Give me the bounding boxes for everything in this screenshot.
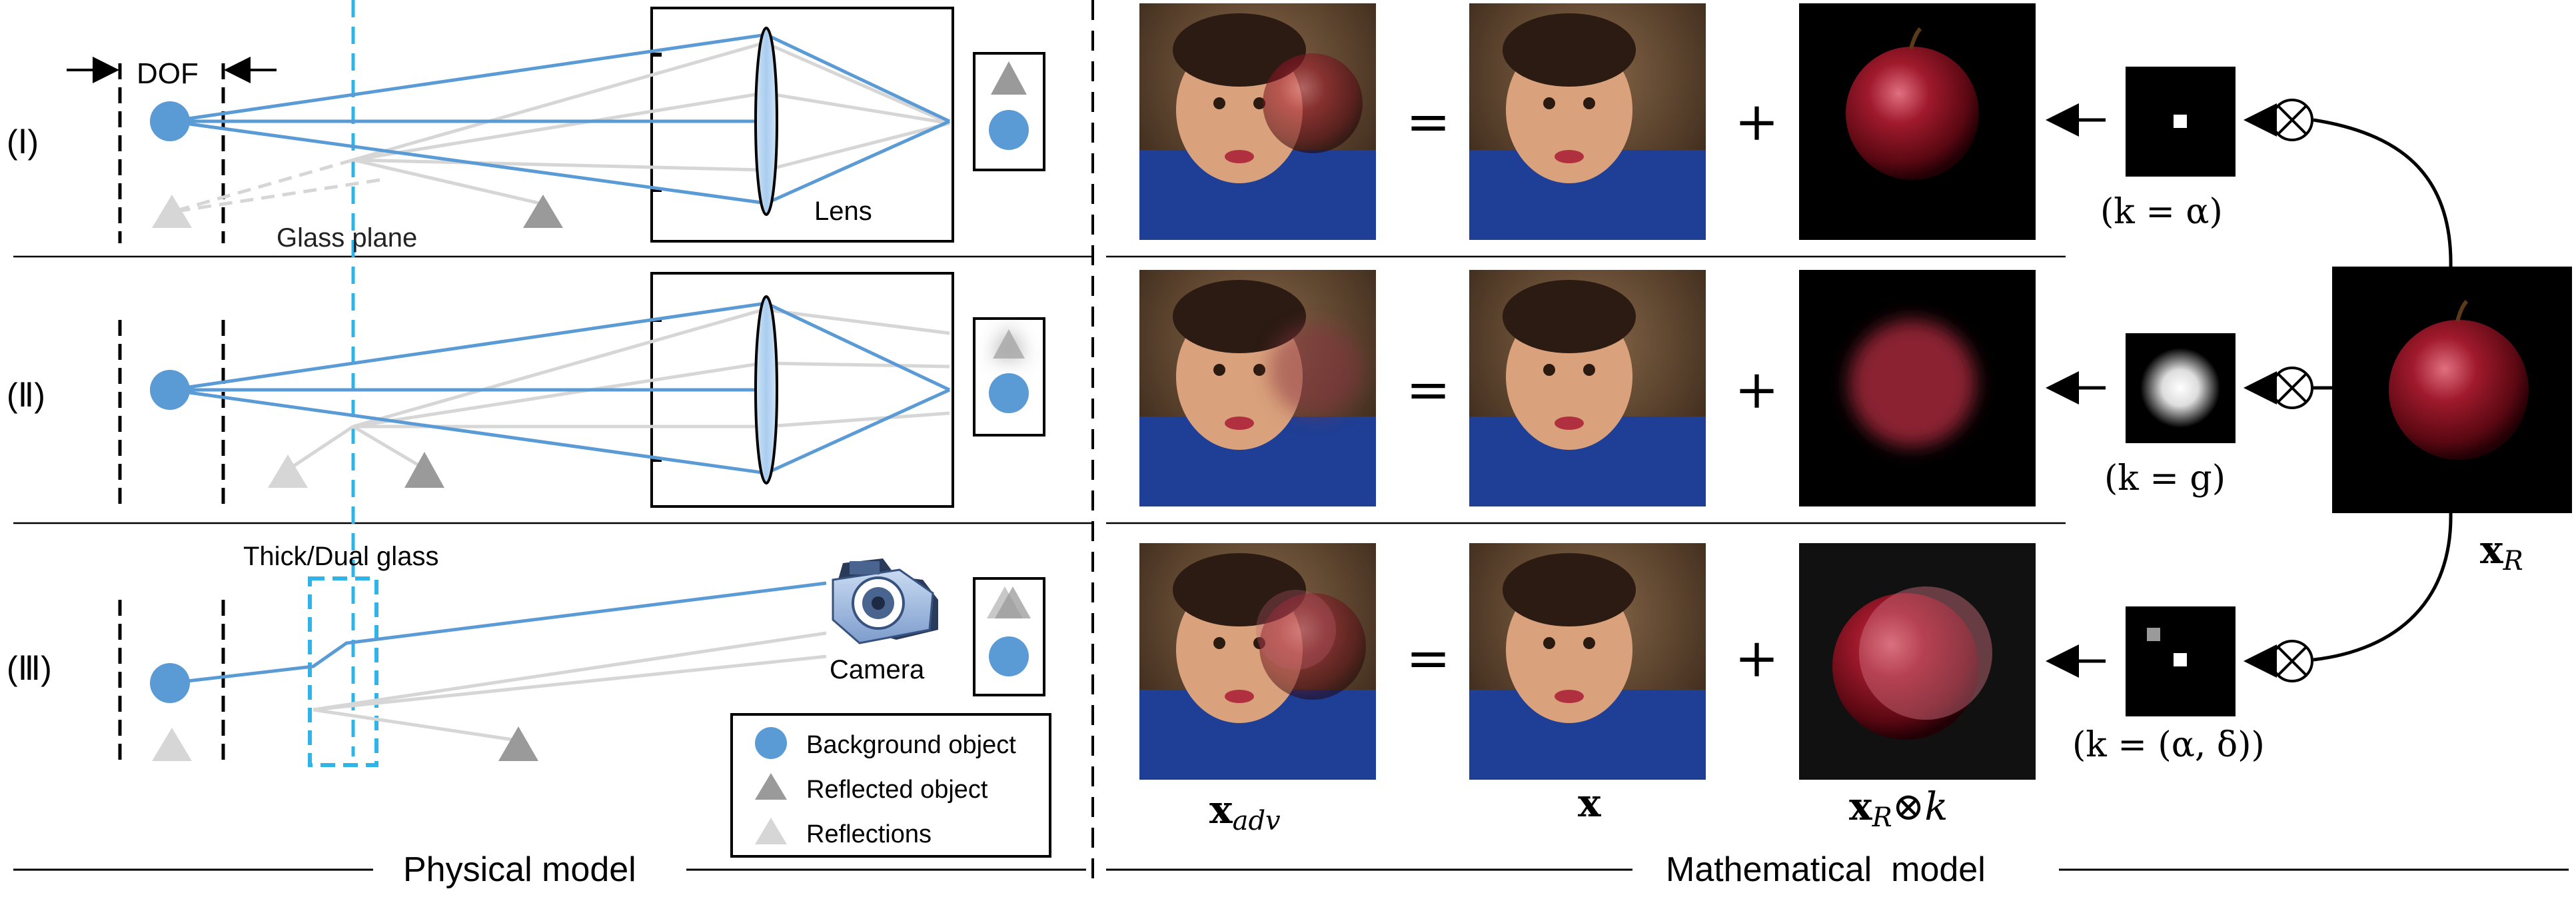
reflected-object-1 — [523, 195, 563, 228]
dof-label: DOF — [137, 57, 199, 90]
legend: Background object Reflected object Refle… — [730, 713, 1051, 858]
photo-xadv-2 — [1139, 270, 1376, 506]
plus-1: + — [1734, 91, 1779, 153]
row-1-physical: DOF Glass plane Lens — [67, 0, 1045, 756]
label-xr-conv-k: xR⊗k — [1849, 784, 1948, 833]
row-2-physical — [118, 272, 1045, 508]
reflected-object-2 — [404, 452, 444, 488]
glass-plane-label: Glass plane — [277, 223, 417, 253]
row-label-2: (Ⅱ) — [7, 377, 45, 414]
legend-reflections: Reflections — [806, 820, 932, 848]
row-label-1: (Ⅰ) — [7, 123, 39, 161]
kernel-label-alpha: (k = α) — [2100, 192, 2223, 232]
equals-3: = — [1406, 627, 1451, 689]
photo-reflection-1 — [1799, 3, 2036, 240]
photo-xadv-1 — [1139, 3, 1376, 240]
plus-3: + — [1734, 627, 1779, 689]
photo-reflection-3 — [1799, 543, 2036, 780]
camera-label: Camera — [830, 655, 925, 684]
conv-symbol-2 — [2244, 367, 2332, 409]
equals-1: = — [1406, 91, 1451, 153]
equals-2: = — [1406, 359, 1451, 421]
photo-x-1 — [1469, 3, 1706, 240]
lens — [754, 27, 778, 216]
reflection-triangle-1 — [152, 195, 192, 228]
label-x-adv: xadv — [1209, 787, 1281, 836]
math-model-label: Mathematical model — [1666, 850, 1986, 889]
thick-glass — [308, 576, 378, 767]
kernel-label-g: (k = g) — [2104, 458, 2226, 498]
reflected-object-3 — [498, 726, 538, 761]
photo-x-3 — [1469, 543, 1706, 780]
reflection-triangle-2 — [268, 454, 308, 488]
row-3-physical: Thick/Dual glass Camera — [118, 542, 1045, 767]
label-xr: xR — [2480, 527, 2523, 576]
legend-reflected: Reflected object — [806, 776, 988, 804]
legend-background: Background object — [806, 731, 1016, 759]
background-object-1 — [150, 101, 190, 141]
label-x: x — [1578, 780, 1601, 826]
camera-icon — [832, 558, 938, 644]
photo-reflection-2 — [1799, 270, 2036, 506]
photo-xadv-3 — [1139, 543, 1376, 780]
background-object-2 — [150, 370, 190, 410]
kernel-label-alpha-delta: (k = (α, δ)) — [2072, 725, 2265, 765]
physical-model-label: Physical model — [403, 850, 636, 889]
photo-x-2 — [1469, 270, 1706, 506]
plus-2: + — [1734, 359, 1779, 421]
lens-label: Lens — [814, 197, 872, 226]
lens-2 — [754, 295, 778, 484]
photo-xr — [2332, 267, 2572, 513]
kernel-gaussian — [2126, 333, 2236, 443]
thick-glass-label: Thick/Dual glass — [243, 542, 438, 571]
row-label-3: (Ⅲ) — [7, 650, 52, 687]
kernel-alpha — [2126, 67, 2236, 177]
conv-symbol-1 — [2244, 99, 2313, 141]
kernel-alpha-delta — [2126, 606, 2236, 716]
background-object-3 — [150, 663, 190, 703]
reflection-triangle-3 — [152, 728, 192, 761]
conv-symbol-3 — [2244, 640, 2313, 682]
